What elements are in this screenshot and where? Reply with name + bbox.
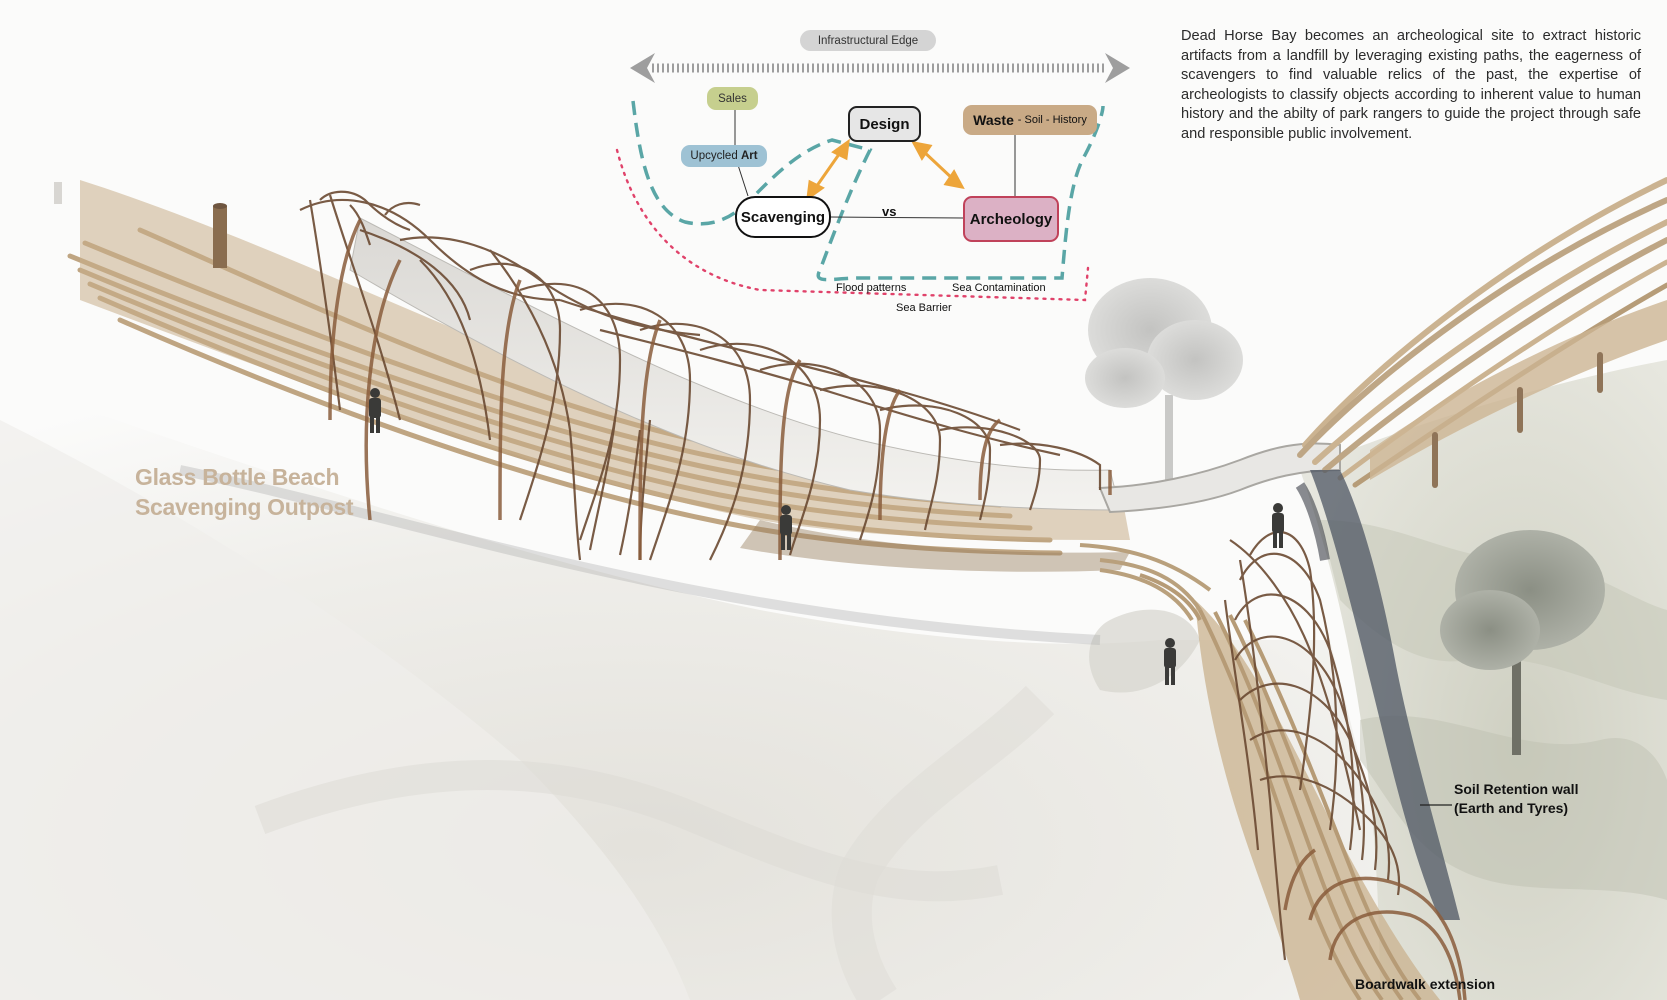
teal-dashed-boundary	[631, 100, 1105, 282]
boardwalk-extension-label: Boardwalk extension	[1355, 976, 1495, 992]
left-post	[54, 182, 227, 268]
sales-node: Sales	[707, 87, 758, 110]
waste-node: Waste - Soil - History	[963, 105, 1097, 135]
person-right	[1272, 503, 1284, 548]
flood-patterns-text: Flood patterns	[836, 282, 907, 294]
art-text: Art	[740, 150, 758, 162]
red-dotted-boundary	[615, 148, 1090, 302]
branch-arch-right	[1283, 848, 1467, 1000]
sea-contamination-label: Sea Contamination	[952, 282, 1046, 294]
tree-dark	[1440, 530, 1605, 755]
infrastructural-edge-text: Infrastructural Edge	[817, 34, 919, 47]
tree-grey	[1085, 278, 1243, 485]
waste-text: Waste	[973, 112, 1014, 128]
soil-retention-line1: Soil Retention wall	[1454, 781, 1579, 797]
outpost-title: Glass Bottle Beach Scavenging Outpost	[135, 462, 354, 522]
flood-patterns-label: Flood patterns	[836, 282, 906, 294]
design-node: Design	[848, 106, 921, 142]
orange-arrow-scav-design	[806, 138, 850, 202]
person-left	[369, 388, 381, 433]
branch-arch-left	[328, 219, 1112, 561]
sea-contamination-text: Sea Contamination	[952, 282, 1046, 294]
terrain	[0, 360, 1667, 1000]
orange-arrow-design-arch	[911, 140, 965, 190]
boardwalk-lower-right	[1139, 470, 1460, 1000]
vs-text: vs	[882, 204, 897, 219]
infrastructural-edge-label: Infrastructural Edge	[800, 30, 936, 51]
scavenging-text: Scavenging	[740, 208, 826, 226]
soil-retention-line2: (Earth and Tyres)	[1454, 800, 1569, 816]
waste-subtext: - Soil - History	[1017, 114, 1087, 126]
branch-canopy-left	[299, 190, 1102, 561]
boardwalk-upper-right	[1297, 177, 1667, 488]
scavenging-node: Scavenging	[735, 196, 831, 238]
vs-label: vs	[882, 204, 896, 219]
infrastructural-edge-arrow	[630, 53, 1130, 83]
person-bottom	[1164, 638, 1176, 685]
soil-retention-label: Soil Retention wall (Earth and Tyres)	[1454, 780, 1578, 818]
concept-diagram	[615, 53, 1130, 302]
sales-text: Sales	[718, 92, 747, 105]
upcycled-text: Upcycled	[690, 150, 738, 162]
design-text: Design	[859, 115, 910, 133]
person-center	[780, 505, 792, 550]
archeology-node: Archeology	[963, 196, 1059, 242]
boardwalk-extension-text: Boardwalk extension	[1355, 976, 1496, 992]
outpost-title-line2: Scavenging Outpost	[135, 494, 354, 520]
sea-barrier-label: Sea Barrier	[896, 302, 952, 314]
archeology-text: Archeology	[969, 210, 1053, 228]
junction-deck	[1079, 543, 1212, 622]
description-paragraph: Dead Horse Bay becomes an archeological …	[1181, 28, 1641, 142]
sea-barrier-text: Sea Barrier	[896, 302, 952, 314]
branch-canopy-right	[1223, 530, 1401, 961]
upcycled-art-node: Upcycled Art	[681, 145, 767, 167]
outpost-title-line1: Glass Bottle Beach	[135, 464, 340, 490]
